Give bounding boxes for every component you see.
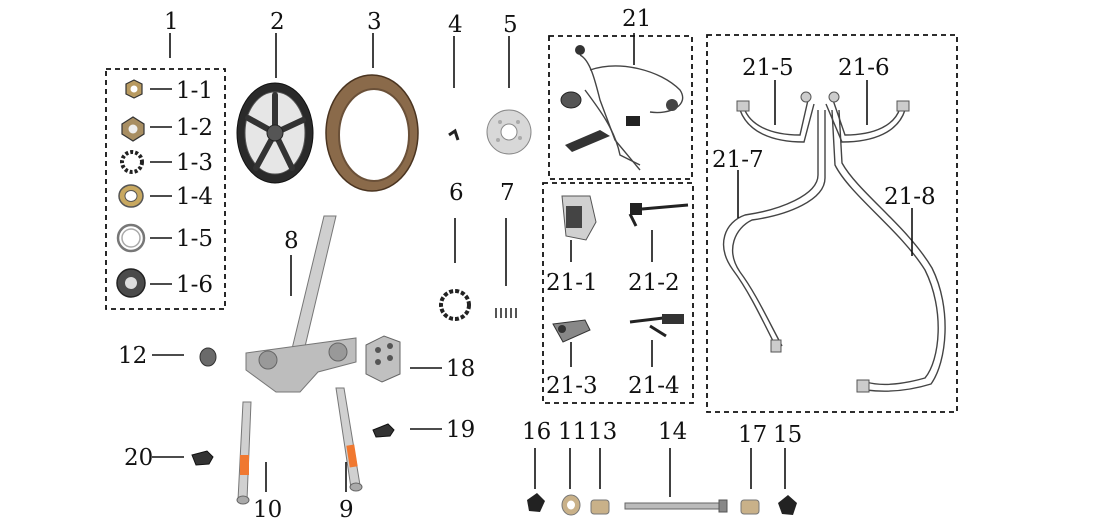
label-19: 19 — [446, 417, 475, 443]
part-1-6-bearing — [116, 268, 146, 298]
label-1: 1 — [164, 9, 179, 35]
part-9-fork-leg-right — [335, 387, 363, 492]
label-4: 4 — [448, 12, 463, 38]
label-1-2: 1-2 — [176, 115, 213, 141]
part-17-spacer — [740, 499, 760, 515]
label-11: 11 — [558, 419, 587, 445]
part-1-5-ring — [116, 223, 146, 253]
part-8-steering-stem — [245, 215, 357, 393]
label-12: 12 — [118, 343, 147, 369]
label-21-7: 21-7 — [712, 147, 764, 173]
part-4-valve — [448, 128, 460, 141]
part-21-5-hose — [736, 91, 815, 143]
part-21-8-hose — [831, 109, 946, 393]
label-6: 6 — [449, 180, 464, 206]
part-21-3-caliper — [552, 319, 591, 343]
label-21-8: 21-8 — [884, 184, 936, 210]
part-7-screws — [495, 308, 517, 318]
label-21-1: 21-1 — [546, 270, 598, 296]
label-1-1: 1-1 — [176, 78, 213, 104]
label-9: 9 — [339, 497, 354, 523]
group-box-21-subparts — [542, 182, 694, 404]
label-21-3: 21-3 — [546, 373, 598, 399]
part-10-fork-leg-left — [236, 401, 252, 505]
part-19-bracket — [372, 423, 395, 438]
part-21-6-hose — [825, 91, 910, 143]
label-21-6: 21-6 — [838, 55, 890, 81]
part-21-2-lever — [628, 203, 689, 227]
part-15-nut — [778, 495, 797, 515]
part-12-bushing — [199, 347, 217, 367]
label-1-5: 1-5 — [176, 226, 213, 252]
label-21-2: 21-2 — [628, 270, 680, 296]
label-2: 2 — [270, 9, 285, 35]
label-1-4: 1-4 — [176, 184, 213, 210]
label-13: 13 — [588, 419, 617, 445]
part-1-4-cone — [118, 184, 144, 208]
part-1-2-lock-nut — [121, 116, 145, 142]
label-21-4: 21-4 — [628, 373, 680, 399]
part-16-cap — [527, 493, 545, 512]
part-14-axle — [624, 499, 728, 513]
part-3-tire — [325, 74, 419, 192]
label-15: 15 — [773, 422, 802, 448]
part-11-collar — [561, 494, 581, 516]
part-1-3-ball-race — [120, 150, 144, 174]
part-20-bracket — [191, 450, 214, 466]
label-21-5: 21-5 — [742, 55, 794, 81]
label-1-6: 1-6 — [176, 272, 213, 298]
label-10: 10 — [253, 497, 282, 523]
part-6-ring — [439, 289, 471, 321]
part-21-7-hose — [722, 110, 826, 353]
part-18-clamp-block — [365, 335, 401, 383]
part-21-1-caliper — [561, 195, 597, 241]
part-2-wheel-rim — [236, 82, 314, 184]
group-box-brake-hoses — [706, 34, 958, 413]
group-box-1 — [105, 68, 226, 310]
part-13-spacer — [590, 499, 610, 515]
part-21-4-lever — [629, 314, 684, 338]
label-17: 17 — [738, 422, 767, 448]
label-8: 8 — [284, 228, 299, 254]
part-21-brake-assembly — [560, 45, 684, 171]
label-21: 21 — [622, 6, 651, 32]
part-1-1-nut — [125, 79, 143, 99]
label-18: 18 — [446, 356, 475, 382]
label-1-3: 1-3 — [176, 150, 213, 176]
label-5: 5 — [503, 12, 518, 38]
label-3: 3 — [367, 9, 382, 35]
label-14: 14 — [658, 419, 687, 445]
label-20: 20 — [124, 445, 153, 471]
label-16: 16 — [522, 419, 551, 445]
label-7: 7 — [500, 180, 515, 206]
part-5-brake-disc — [486, 109, 532, 155]
